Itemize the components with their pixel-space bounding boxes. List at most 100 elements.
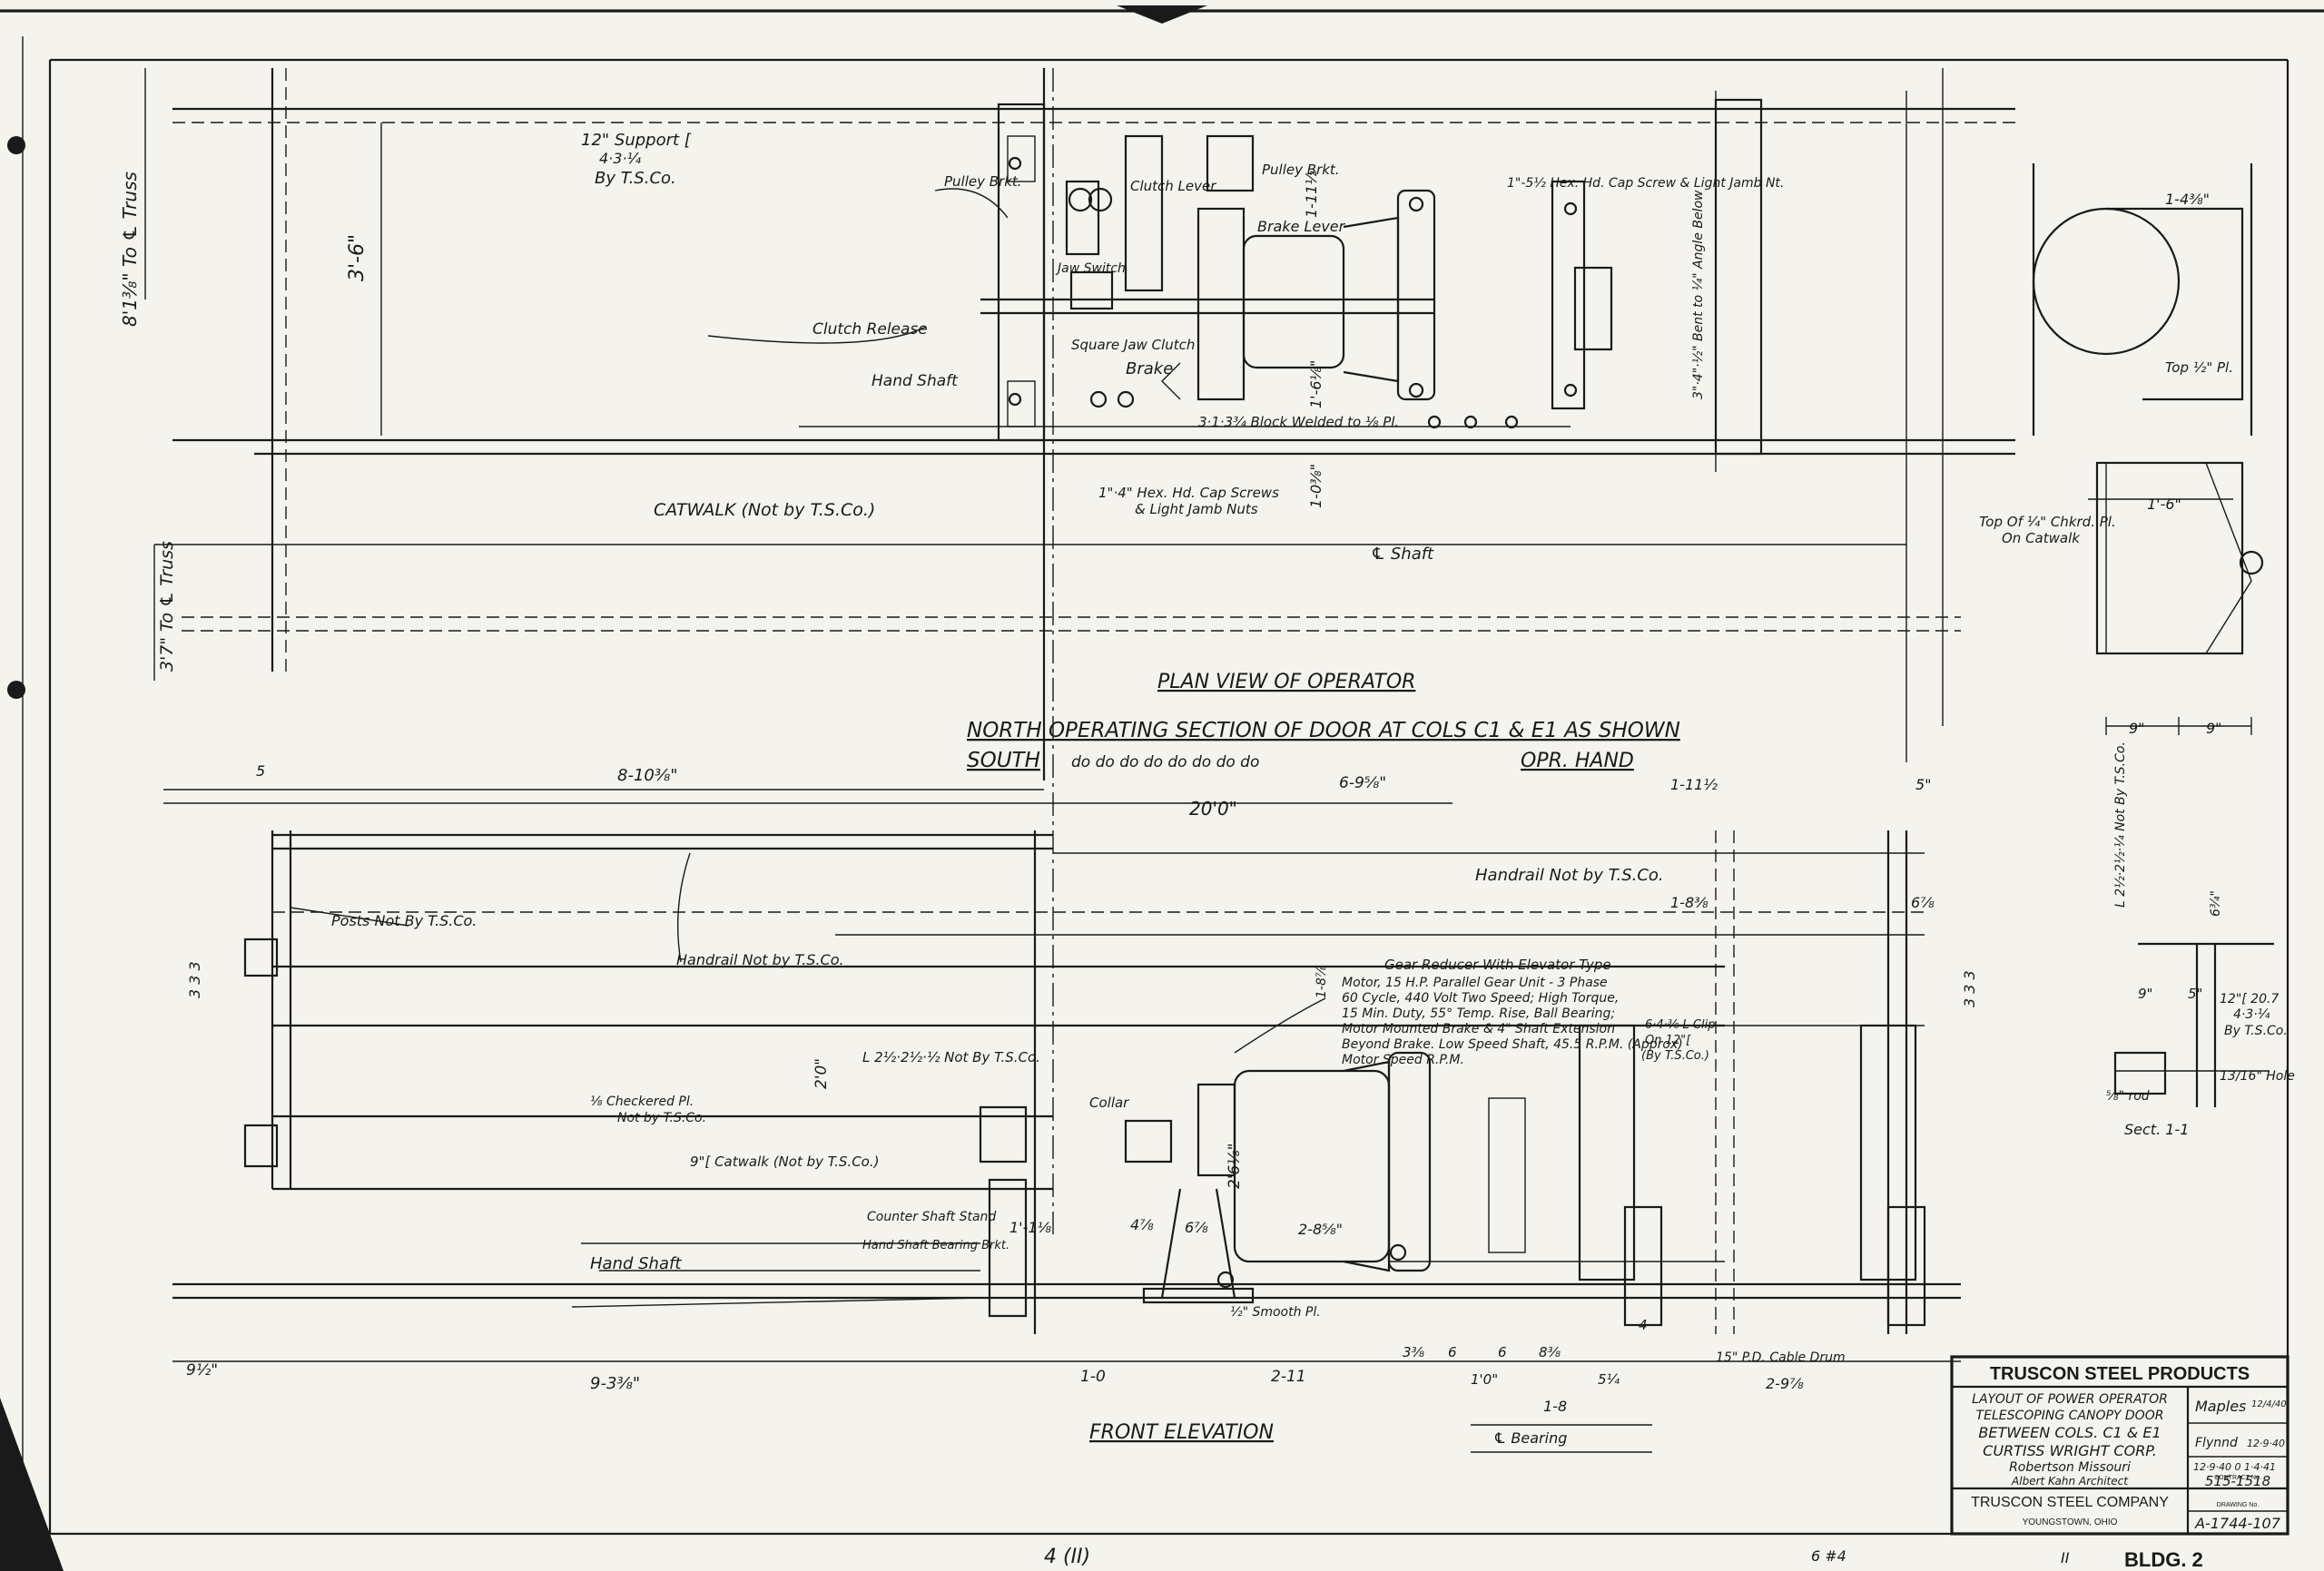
by-ts-label: By T.S.Co. <box>595 169 676 188</box>
top-notch <box>1117 5 1207 24</box>
gear-reducer-head: Gear Reducer With Elevator Type <box>1384 957 1611 973</box>
dim-2-11: 2-11 <box>1271 1368 1306 1386</box>
north-section-title: NORTH OPERATING SECTION OF DOOR AT COLS … <box>967 719 1680 742</box>
dim-1-8s: 1-8⅞ <box>1315 965 1329 998</box>
hex-cap-label: 1"-5½ Hex. Hd. Cap Screw & Light Jamb Nt… <box>1507 176 1784 191</box>
dim-9-2: 9½" <box>186 1361 218 1380</box>
margin-mark-left: 4 (II) <box>1044 1546 1090 1568</box>
contract-number: 515-1518 <box>2205 1473 2270 1489</box>
title-company-top: TRUSCON STEEL PRODUCTS <box>1990 1364 2250 1384</box>
dim-8-10: 8-10⅜" <box>617 766 678 785</box>
truss-top-dim: 8'1⅜" To ℄ Truss <box>119 172 141 327</box>
brake-lever-label: Brake Lever <box>1257 218 1346 235</box>
checked-by: Flynnd <box>2195 1436 2238 1450</box>
dim-1-6a: 1'-6⅛" <box>1307 360 1324 408</box>
square-jaw-label: Square Jaw Clutch <box>1071 337 1195 353</box>
dim-3-3-3-left: 3 3 3 <box>186 961 203 998</box>
plan-view <box>144 68 2264 1234</box>
catwalk-9-label: 9"[ Catwalk (Not by T.S.Co.) <box>690 1154 879 1170</box>
dim-4-8: 4⅞ <box>1130 1216 1154 1233</box>
drawing-label: DRAWING No. <box>2217 1502 2259 1508</box>
plan-view-title: PLAN VIEW OF OPERATOR <box>1157 671 1415 693</box>
dim-1-8: 1-8 <box>1543 1398 1567 1415</box>
support-label: 12" Support [ <box>581 131 692 150</box>
clutch-lever-label: Clutch Lever <box>1130 178 1216 194</box>
hand-bearing-label: Hand Shaft Bearing Brkt. <box>862 1239 1009 1252</box>
shaft-centerline-label: ℄ Shaft <box>1371 545 1434 564</box>
dim-20-0: 20'0" <box>1189 798 1237 820</box>
support-size-label: 4·3·¼ <box>599 150 642 167</box>
corner-mark <box>0 1398 64 1571</box>
dim-2-6: 2'6⅛" <box>1226 1143 1244 1189</box>
posts-label: Posts Not By T.S.Co. <box>331 912 477 929</box>
dim-6-8r: 6⅞ <box>1911 894 1935 911</box>
building-label: BLDG. 2 <box>2124 1548 2203 1571</box>
rod-label: ⅝" rod <box>2106 1089 2150 1104</box>
title-line-3: BETWEEN COLS. C1 & E1 <box>1978 1424 2161 1441</box>
margin-mark-right: II <box>2061 1549 2070 1566</box>
view-titles: PLAN VIEW OF OPERATOR NORTH OPERATING SE… <box>967 671 2189 1444</box>
counter-stand-label: Counter Shaft Stand <box>867 1210 996 1224</box>
clip-label-2: On 12"[ <box>1645 1034 1691 1047</box>
title-line-5: Robertson Missouri <box>2009 1460 2131 1475</box>
catwalk-label: CATWALK (Not by T.S.Co.) <box>654 500 875 520</box>
dim-1-8r: 1-8⅜ <box>1670 894 1709 911</box>
south-section-title: SOUTH <box>967 749 1040 772</box>
title-line-6: Albert Kahn Architect <box>2011 1475 2129 1488</box>
front-elevation-title: FRONT ELEVATION <box>1089 1421 1274 1444</box>
leaders <box>290 188 1326 1308</box>
dim-6b: 6 <box>1498 1344 1507 1360</box>
dim-1-0b: 1'0" <box>1471 1371 1498 1388</box>
cap-screws-label: 1"·4" Hex. Hd. Cap Screws <box>1098 485 1279 501</box>
sect-1-1-title: Sect. 1-1 <box>2124 1121 2189 1138</box>
section-support-size: 4·3·¼ <box>2233 1007 2270 1022</box>
dim-1-11r: 1-11½ <box>1670 776 1718 793</box>
dim-1-1: 1'-1⅛ <box>1009 1219 1052 1236</box>
dim-1-11: 1-11½ <box>1303 171 1320 218</box>
section-labels: Top Of ¼" Chkrd. Pl. On Catwalk Top ½" P… <box>1979 359 2295 1104</box>
opr-hand-label: OPR. HAND <box>1521 750 1634 772</box>
clip-label: 6·4·⅜ L Clip <box>1645 1018 1715 1032</box>
section-1-1 <box>2113 942 2274 1107</box>
handrail-right-label: Handrail Not by T.S.Co. <box>1475 866 1664 885</box>
margin-mark-mid: 6 #4 <box>1811 1547 1846 1565</box>
punch-hole <box>7 136 25 154</box>
dim-2-9: 2-9⅞ <box>1766 1375 1804 1392</box>
dim-8: 8⅜ <box>1539 1344 1561 1360</box>
jaw-switch-label: Jaw Switch <box>1055 261 1126 276</box>
gear-note-3: 15 Min. Duty, 55° Temp. Rise, Ball Beari… <box>1342 1006 1615 1021</box>
gear-note-6: Motor Speed R.P.M. <box>1342 1053 1464 1067</box>
dim-5: 5 <box>256 762 265 780</box>
drawn-by: Maples <box>2195 1398 2246 1415</box>
dim-4: 4 <box>1639 1317 1648 1333</box>
gear-note-1: Motor, 15 H.P. Parallel Gear Unit - 3 Ph… <box>1342 976 1608 990</box>
title-company-bottom: TRUSCON STEEL COMPANY <box>1971 1495 2169 1510</box>
front-elevation <box>163 789 2274 1453</box>
block-welded-label: 3·1·3¾ Block Welded to ⅛ Pl. <box>1198 414 1399 430</box>
on-catwalk-label: On Catwalk <box>2002 530 2081 546</box>
front-labels: Posts Not By T.S.Co. Handrail Not by T.S… <box>331 741 2128 1447</box>
dim-6-8-section: 6¾" <box>2209 890 2223 917</box>
margin-marks: 4 (II) 6 #4 II BLDG. 2 <box>1044 1546 2203 1571</box>
checked-date: 12·9·40 <box>2247 1438 2285 1449</box>
contract-label: CONTRACT No. <box>2214 1475 2261 1481</box>
bearing-cl-label: ℄ Bearing <box>1493 1429 1567 1447</box>
brake-label: Brake <box>1126 359 1173 378</box>
hole-label: 13/16" Hole <box>2220 1069 2295 1084</box>
section-support-label: 12"[ 20.7 <box>2220 992 2279 1006</box>
dim-3-6: 3'-6" <box>346 234 369 281</box>
dim-1-6: 1'-6" <box>2147 496 2181 513</box>
gear-note-2: 60 Cycle, 440 Volt Two Speed; High Torqu… <box>1342 991 1619 1006</box>
dim-3-3-3-right: 3 3 3 <box>1961 970 1978 1007</box>
angle-not-label: L 2½·2½·½ Not By T.S.Co. <box>862 1049 1040 1065</box>
checkered-pl-label: ⅛ Checkered Pl. <box>590 1095 694 1109</box>
ditto-marks: do do do do do do do do <box>1071 753 1259 771</box>
pulley-brkt-right-label: Pulley Brkt. <box>1262 162 1340 178</box>
cable-drum-label: 15" P.D. Cable Drum <box>1716 1350 1846 1365</box>
dim-6a: 6 <box>1448 1344 1457 1360</box>
gear-note-5: Beyond Brake. Low Speed Shaft, 45.5 R.P.… <box>1342 1037 1683 1052</box>
dim-2-0: 2'0" <box>812 1058 831 1089</box>
clutch-release-label: Clutch Release <box>812 320 928 339</box>
hand-shaft-front-label: Hand Shaft <box>590 1254 682 1273</box>
